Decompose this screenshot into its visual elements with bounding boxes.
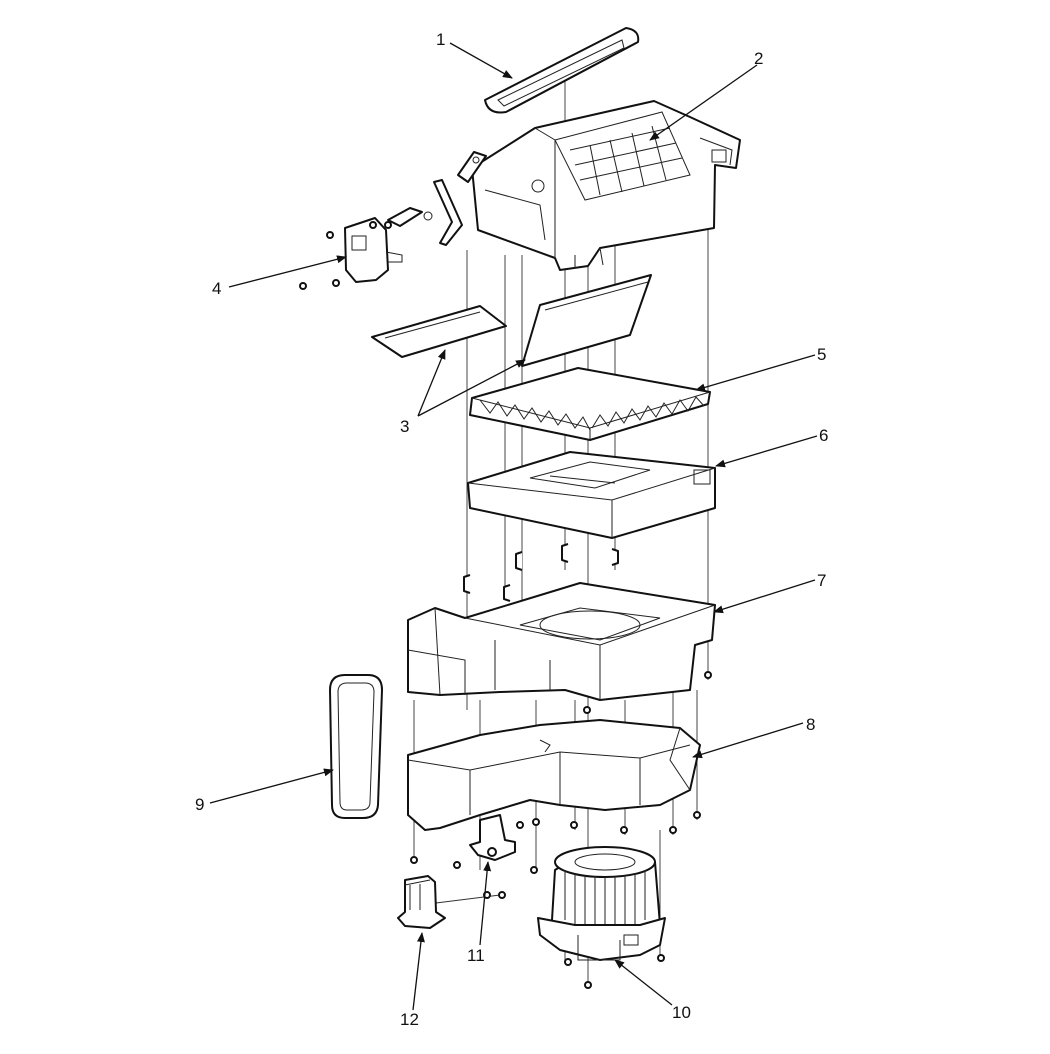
callout-11: 11: [467, 946, 485, 965]
upper-blower-case-part: [407, 582, 716, 714]
callout-6: 6: [819, 426, 828, 445]
filter-cover-part: [467, 451, 716, 539]
callout-9: 9: [195, 795, 204, 814]
intake-duct-case-part: [471, 100, 741, 271]
callout-12: 12: [400, 1010, 419, 1029]
callout-leaders: [209, 42, 818, 1011]
callout-2: 2: [754, 49, 763, 68]
seal-gasket-part: [329, 674, 383, 819]
gasket-ring-part: [484, 27, 640, 114]
clips: [463, 543, 619, 602]
callout-4: 4: [212, 279, 221, 298]
callout-labels: 1 2 3 4 5 6 7 8 9 10 11 12: [195, 30, 828, 1029]
blower-motor-part: [537, 846, 666, 961]
blower-relay-part: [397, 875, 446, 929]
door-levers: [387, 151, 487, 246]
lower-blower-case-part: [407, 719, 701, 831]
callout-1: 1: [436, 30, 445, 49]
callout-8: 8: [806, 715, 815, 734]
screws: [410, 811, 701, 989]
intake-actuator-part: [299, 217, 403, 290]
intake-doors-part: [371, 274, 652, 367]
callout-7: 7: [817, 571, 826, 590]
callout-10: 10: [672, 1003, 691, 1022]
callout-5: 5: [817, 345, 826, 364]
air-filter-part: [469, 367, 711, 441]
callout-3: 3: [400, 417, 409, 436]
blower-resistor-part: [469, 814, 516, 861]
